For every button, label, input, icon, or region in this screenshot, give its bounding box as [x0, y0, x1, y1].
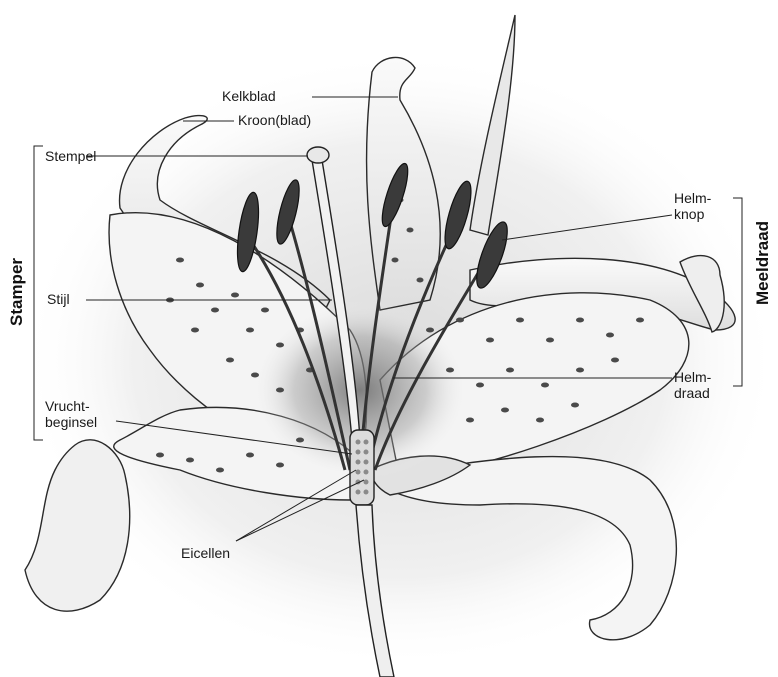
label-vruchtbeginsel-line2: beginsel: [45, 414, 97, 430]
label-helmdraad-line2: draad: [674, 385, 710, 401]
label-helmknop-line2: knop: [674, 206, 704, 222]
petal-far-left: [25, 440, 130, 611]
label-helmknop-line1: Helm-: [674, 190, 711, 206]
label-stempel: Stempel: [45, 148, 96, 164]
label-vruchtbeginsel-line1: Vrucht-: [45, 398, 90, 414]
stigma: [307, 147, 329, 163]
label-eicellen: Eicellen: [181, 545, 230, 561]
label-kroonblad: Kroon(blad): [238, 112, 311, 128]
label-stijl: Stijl: [47, 291, 70, 307]
group-label-meeldraad: Meeldraad: [753, 221, 773, 305]
ovary: [350, 430, 374, 505]
label-helmdraad-line1: Helm-: [674, 369, 711, 385]
group-label-stamper: Stamper: [7, 258, 27, 326]
label-kelkblad: Kelkblad: [222, 88, 276, 104]
